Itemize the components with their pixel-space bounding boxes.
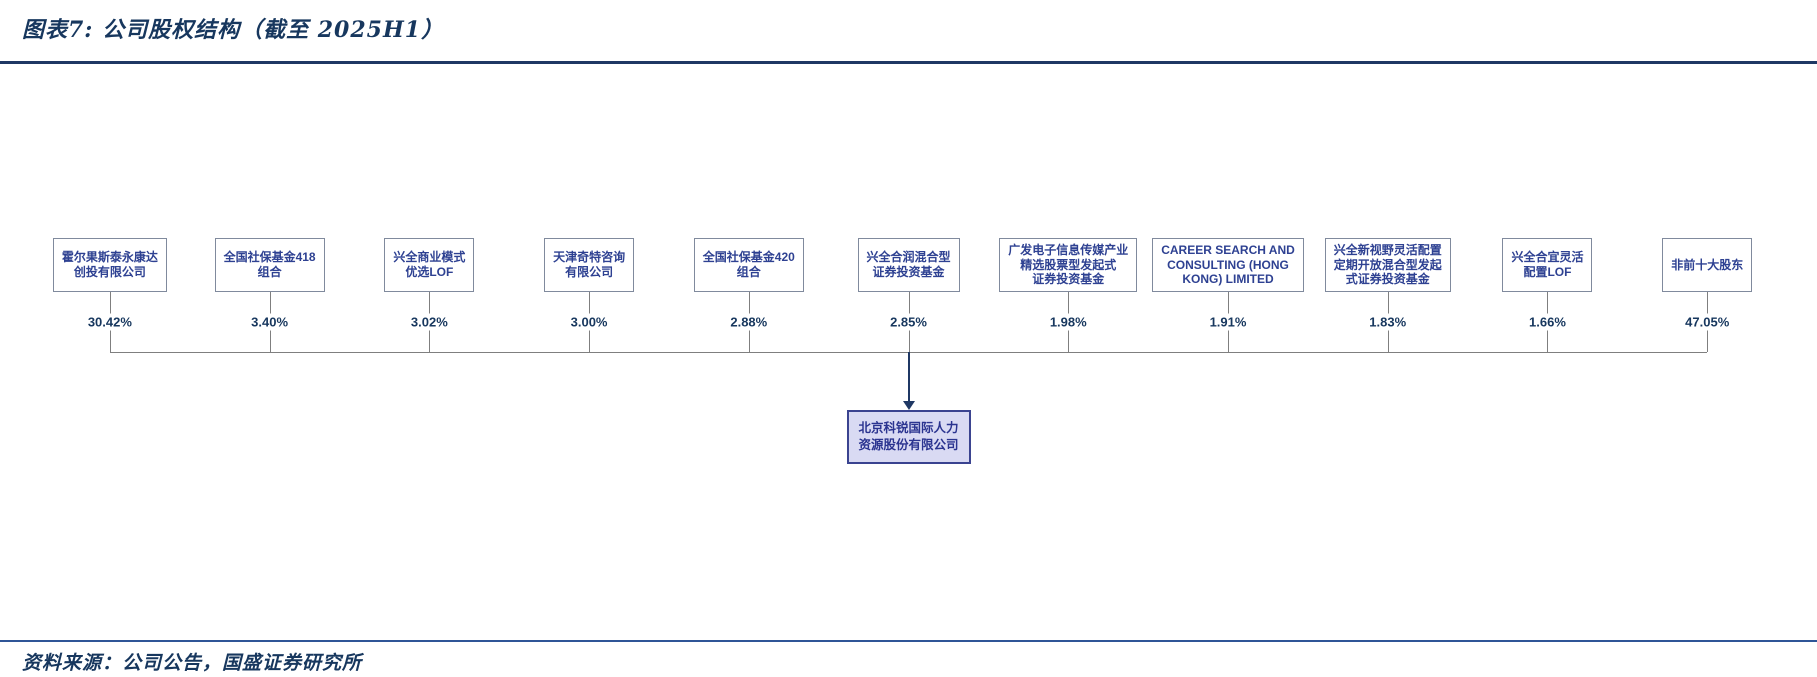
shareholder-box: 兴全新视野灵活配置 定期开放混合型发起 式证券投资基金 [1324,238,1451,292]
connector-drop-line: 30.42% [30,292,190,352]
shareholder-box: 兴全合宜灵活 配置LOF [1502,238,1593,292]
shareholder-box: 广发电子信息传媒产业 精选股票型发起式 证券投资基金 [999,238,1138,292]
connector-drop-line: 1.83% [1308,292,1468,352]
ownership-percentage: 1.83% [1364,313,1412,331]
shareholder-column: 全国社保基金418 组合 3.40% [190,238,350,352]
equity-structure-diagram: 霍尔果斯泰永康达 创投有限公司 30.42% 全国社保基金418 组合 3.40… [30,238,1787,498]
shareholder-column: 非前十大股东 47.05% [1627,238,1787,352]
shareholder-column: 霍尔果斯泰永康达 创投有限公司 30.42% [30,238,190,352]
ownership-percentage: 3.02% [405,313,453,331]
shareholder-name: 非前十大股东 [1671,257,1744,272]
shareholder-column: CAREER SEARCH AND CONSULTING (HONG KONG)… [1148,238,1308,352]
arrow-down-icon [902,401,915,410]
shareholder-column: 广发电子信息传媒产业 精选股票型发起式 证券投资基金 1.98% [988,238,1148,352]
connector-drop-line: 2.85% [829,292,989,352]
company-name: 北京科锐国际人力 资源股份有限公司 [858,421,959,452]
ownership-percentage: 3.40% [246,313,294,331]
ownership-percentage: 2.88% [725,313,773,331]
shareholder-column: 全国社保基金420 组合 2.88% [669,238,829,352]
shareholder-name: 兴全合润混合型 证券投资基金 [866,250,951,279]
shareholder-name: 天津奇特咨询 有限公司 [553,250,626,279]
shareholder-box: 全国社保基金418 组合 [214,238,325,292]
ownership-percentage: 2.85% [885,313,932,331]
company-box: 北京科锐国际人力 资源股份有限公司 [846,410,971,464]
shareholder-box: 全国社保基金420 组合 [693,238,804,292]
ownership-percentage: 1.98% [1044,313,1092,331]
connector-drop-line: 1.66% [1468,292,1628,352]
shareholder-name: CAREER SEARCH AND CONSULTING (HONG KONG)… [1161,243,1295,287]
figure-title: 图表7: 公司股权结构（截至 2025H1） [22,17,445,43]
shareholder-box: 非前十大股东 [1662,238,1753,292]
shareholder-box: 兴全合润混合型 证券投资基金 [857,238,960,292]
shareholder-box: 兴全商业模式 优选LOF [384,238,475,292]
ownership-percentage: 1.91% [1204,313,1252,331]
shareholder-name: 兴全合宜灵活 配置LOF [1511,250,1584,279]
connector-drop-line: 47.05% [1627,292,1787,352]
footer-divider-rule [0,640,1817,642]
shareholder-column: 兴全合宜灵活 配置LOF 1.66% [1468,238,1628,352]
shareholder-box: 霍尔果斯泰永康达 创投有限公司 [52,238,167,292]
connector-drop-line: 3.02% [349,292,509,352]
ownership-percentage: 47.05% [1680,313,1735,331]
ownership-percentage: 30.42% [82,313,137,331]
ownership-percentage: 1.66% [1524,313,1571,331]
shareholder-name: 广发电子信息传媒产业 精选股票型发起式 证券投资基金 [1008,243,1129,287]
connector-drop-line: 2.88% [669,292,829,352]
shareholder-column: 天津奇特咨询 有限公司 3.00% [509,238,669,352]
shareholders-row: 霍尔果斯泰永康达 创投有限公司 30.42% 全国社保基金418 组合 3.40… [30,238,1787,352]
connector-drop-line: 3.00% [509,292,669,352]
connector-drop-line: 1.91% [1148,292,1308,352]
source-note: 资料来源：公司公告，国盛证券研究所 [22,652,363,674]
shareholder-name: 兴全商业模式 优选LOF [393,250,466,279]
ownership-percentage: 3.00% [565,313,613,331]
shareholder-name: 霍尔果斯泰永康达 创投有限公司 [61,250,158,279]
arrow-stem-line [907,352,910,402]
connector-drop-line: 1.98% [988,292,1148,352]
shareholder-name: 全国社保基金420 组合 [702,250,795,279]
shareholder-column: 兴全新视野灵活配置 定期开放混合型发起 式证券投资基金 1.83% [1308,238,1468,352]
shareholder-column: 兴全商业模式 优选LOF 3.02% [349,238,509,352]
title-divider-rule [0,61,1817,64]
shareholder-name: 全国社保基金418 组合 [223,250,316,279]
shareholder-box: 天津奇特咨询 有限公司 [544,238,635,292]
connector-drop-line: 3.40% [190,292,350,352]
shareholder-box: CAREER SEARCH AND CONSULTING (HONG KONG)… [1152,238,1304,292]
shareholder-column: 兴全合润混合型 证券投资基金 2.85% [829,238,989,352]
shareholder-name: 兴全新视野灵活配置 定期开放混合型发起 式证券投资基金 [1333,243,1442,287]
